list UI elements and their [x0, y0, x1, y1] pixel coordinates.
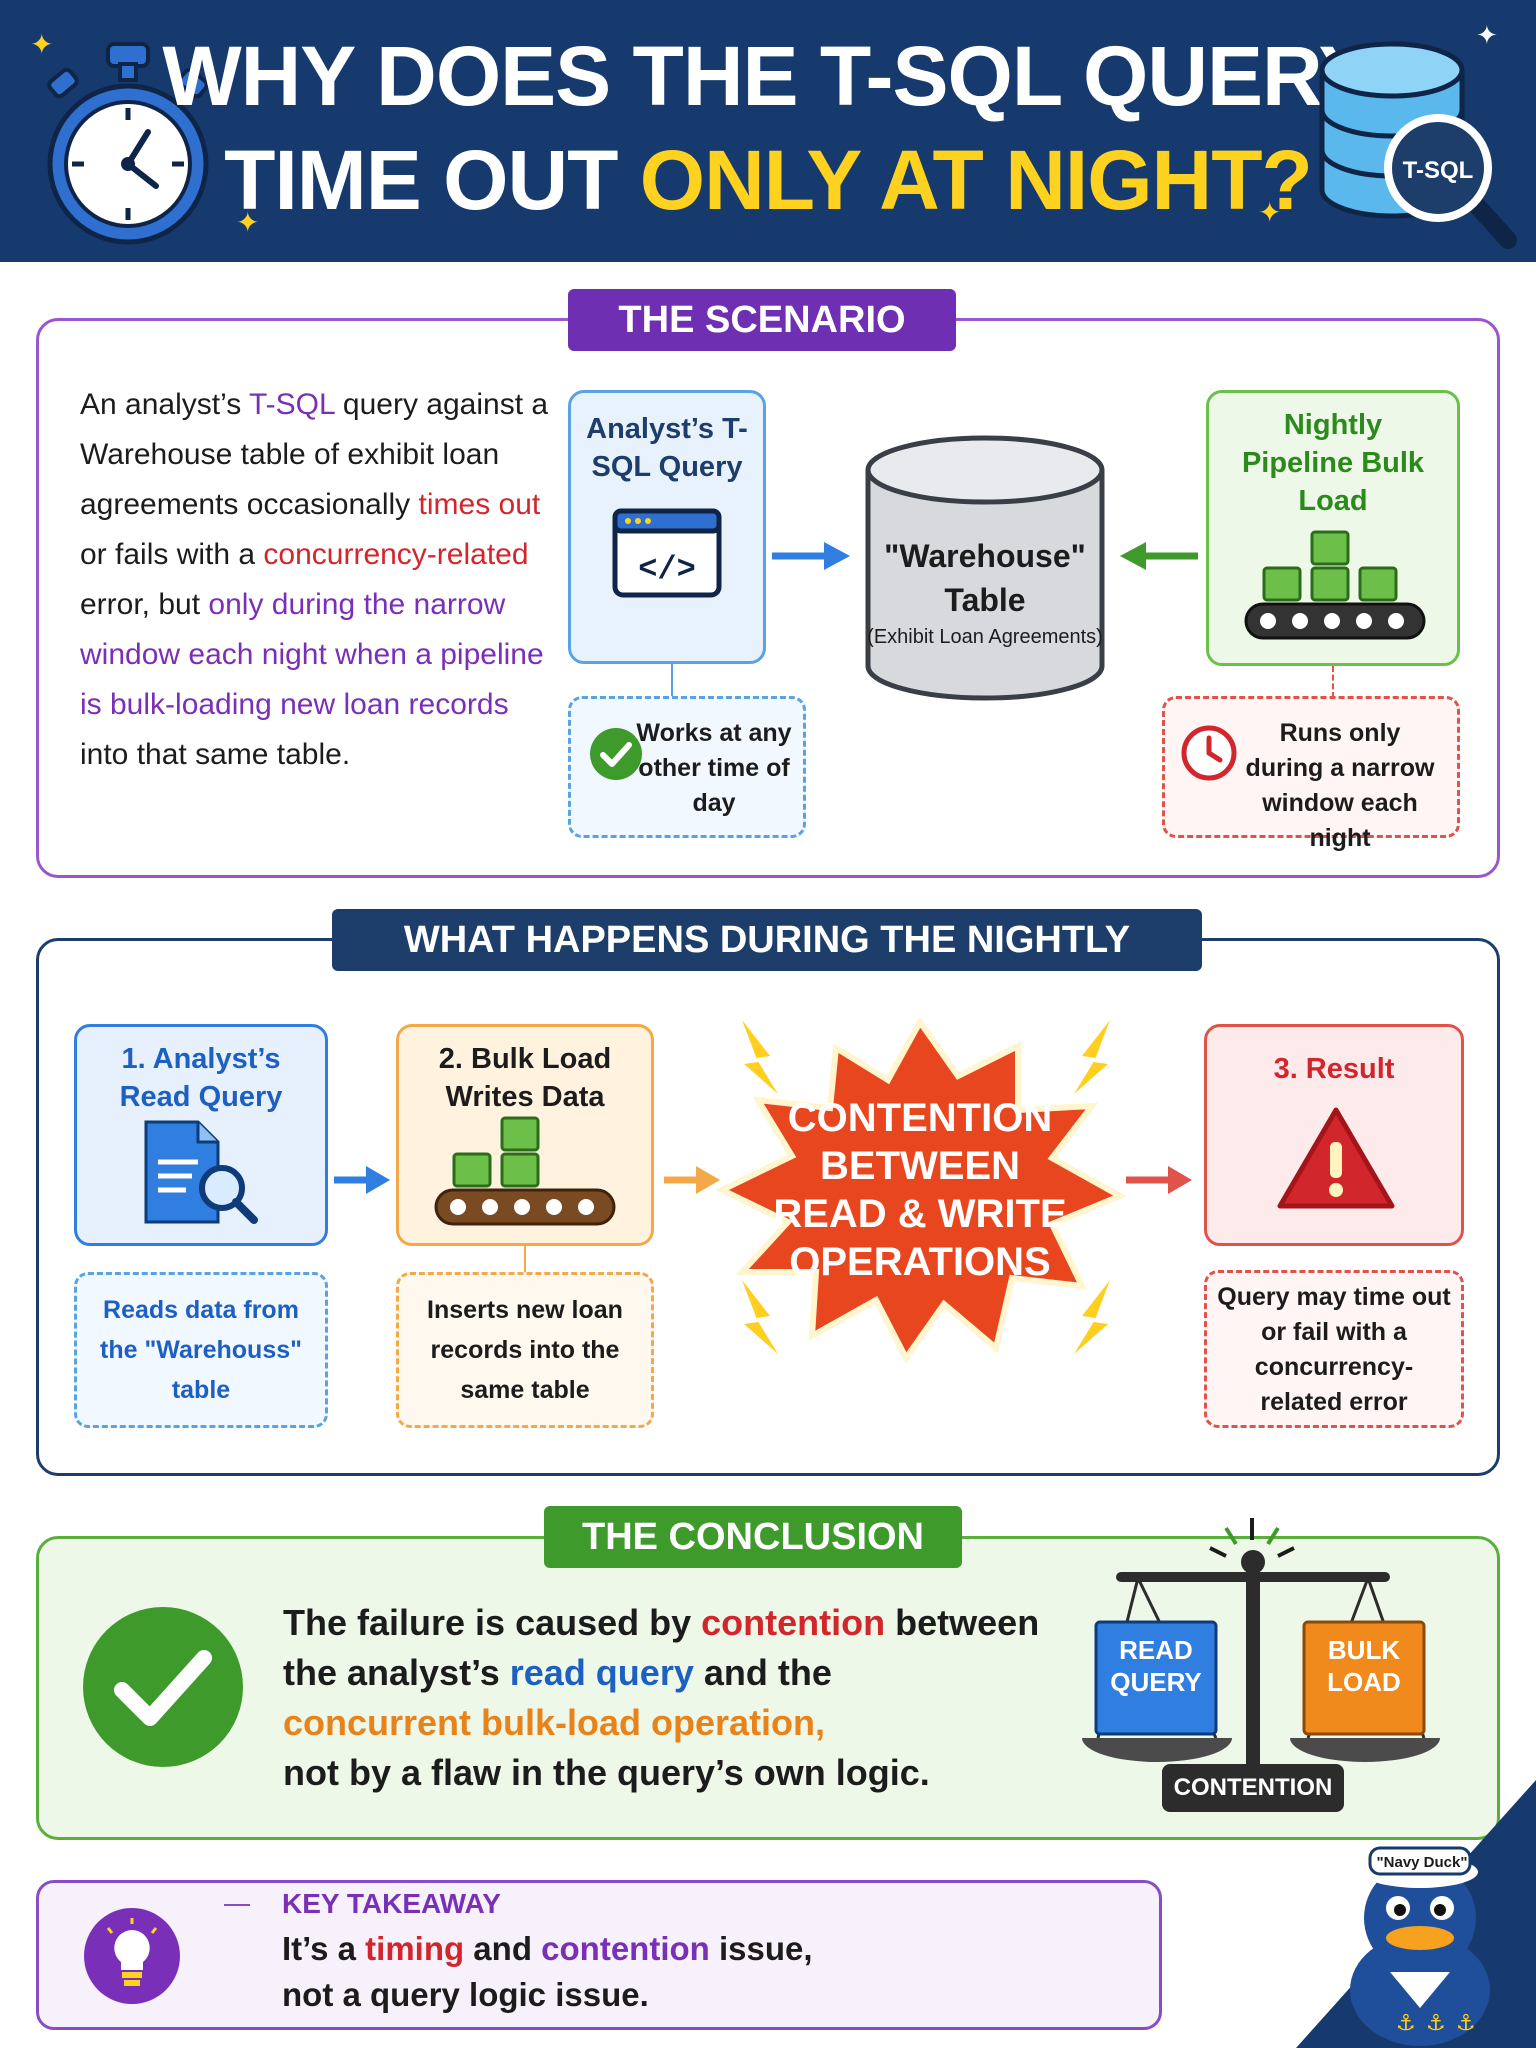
sparkle-icon: ✦ — [1258, 197, 1282, 228]
divider — [224, 1904, 250, 1906]
sparkle-icon: ✦ — [236, 207, 260, 238]
text-span: The failure is caused by — [283, 1602, 702, 1643]
scenario-banner: THE SCENARIO — [568, 289, 956, 351]
text-span: error, but — [80, 588, 209, 621]
check-circle-icon — [590, 728, 642, 780]
text-span: and the — [693, 1652, 832, 1693]
arrow-right-icon — [1126, 1166, 1192, 1194]
contention-label: CONTENTION BETWEEN READ & WRITE OPERATIO… — [773, 1096, 1067, 1284]
step2-note: Inserts new loan records into the same t… — [427, 1296, 623, 1404]
balance-scale-icon — [1082, 1518, 1440, 1794]
text-highlight: contention — [701, 1602, 886, 1643]
text-span: and — [464, 1930, 542, 1967]
step2-title: 2. Bulk Load Writes Data — [438, 1043, 612, 1113]
title-highlight: ONLY AT NIGHT? — [639, 133, 1313, 227]
step3-note: Query may time out or fail with a concur… — [1217, 1283, 1451, 1416]
code-window-icon: </> — [612, 508, 722, 598]
takeaway-heading: KEY TAKEAWAY — [282, 1888, 501, 1919]
text-span: between the analyst’s — [283, 1602, 1040, 1693]
sparkle-icon: ✦ — [1476, 20, 1498, 50]
mascot-label: "Navy Duck" — [1376, 1854, 1468, 1871]
stopwatch-icon — [47, 42, 209, 245]
text-span: or fails with a — [80, 538, 264, 571]
contention-burst-icon — [715, 1016, 1127, 1364]
warehouse-table-icon — [865, 435, 1105, 701]
scenario-description: An analyst’s T-SQL query against a Wareh… — [80, 380, 560, 780]
text-span: An analyst’s — [80, 388, 249, 421]
document-search-icon — [144, 1120, 258, 1224]
arrow-right-icon — [664, 1166, 720, 1194]
conveyor-boxes-icon — [434, 1116, 616, 1226]
scale-left-label: READ QUERY — [1110, 1635, 1202, 1697]
text-highlight: only during the narrow — [208, 588, 506, 621]
text-highlight: read query — [509, 1652, 694, 1693]
conveyor-boxes-icon — [1244, 530, 1426, 640]
text-highlight: contention — [541, 1930, 710, 1967]
text-highlight: concurrent bulk-load operation, — [283, 1702, 826, 1743]
header-banner — [0, 0, 1536, 262]
svg-text:⚓: ⚓ — [1456, 2011, 1476, 2036]
svg-text:</>: </> — [638, 551, 696, 588]
text-highlight: T-SQL — [249, 388, 335, 421]
sparkle-icon: ✦ — [30, 29, 54, 60]
connector-line — [524, 1246, 526, 1274]
text-span: not a query logic issue. — [282, 1976, 649, 2013]
warning-icon — [1277, 1107, 1395, 1209]
text-highlight: times out — [418, 488, 541, 521]
warehouse-title: "Warehouse" Table — [884, 538, 1086, 618]
nightly-banner: WHAT HAPPENS DURING THE NIGHTLY WINDOW — [332, 909, 1202, 1023]
arrow-left-icon — [1120, 542, 1198, 570]
step1-title: 1. Analyst’s Read Query — [119, 1043, 283, 1113]
connector-line — [1332, 666, 1334, 698]
database-search-icon: T-SQL — [1319, 41, 1517, 249]
navy-duck-mascot: ⚓ ⚓ ⚓ — [1296, 1780, 1536, 2048]
lightbulb-icon — [84, 1908, 180, 2004]
step1-note-card — [74, 1272, 328, 1428]
clock-icon — [1181, 725, 1237, 781]
text-span: into that same table. — [80, 738, 351, 771]
text-highlight: window each night when a pipeline is bul… — [80, 638, 544, 721]
svg-text:⚓: ⚓ — [1396, 2011, 1416, 2036]
title-text: TIME OUT — [224, 133, 640, 227]
arrow-right-icon — [772, 542, 850, 570]
step1-note-text: Reads data from the "Warehouss" table — [100, 1296, 302, 1404]
takeaway-section — [36, 1880, 1162, 2030]
pipeline-title: Nightly Pipeline Bulk Load — [1241, 409, 1425, 517]
text-span: It’s a — [282, 1930, 366, 1967]
warehouse-subtitle: (Exhibit Loan Agreements) — [867, 626, 1103, 648]
text-highlight: timing — [365, 1930, 465, 1967]
step2-note-card — [396, 1272, 654, 1428]
svg-text:⚓: ⚓ — [1426, 2011, 1446, 2036]
takeaway-text: It’s a timing and contention issue, not a… — [282, 1926, 982, 2018]
arrow-right-icon — [334, 1166, 390, 1194]
text-highlight: concurrency-related — [263, 538, 529, 571]
page-title-line1: WHY DOES THE T-SQL QUERY — [162, 29, 1374, 123]
text-span: issue, — [709, 1930, 813, 1967]
step3-note-card — [1204, 1270, 1464, 1428]
text-span: query against a Warehouse table of exhib… — [80, 388, 549, 521]
analyst-query-title: Analyst’s T-SQL Query — [586, 413, 748, 483]
step3-title: 3. Result — [1273, 1053, 1395, 1085]
runs-note: Runs only during a narrow window each ni… — [1245, 719, 1435, 852]
check-circle-icon — [83, 1607, 243, 1767]
scale-base-label: CONTENTION — [1162, 1764, 1344, 1812]
t-sql-badge: T-SQL — [1403, 157, 1474, 184]
page-title-line2: TIME OUT ONLY AT NIGHT? — [0, 132, 1536, 229]
conclusion-banner: THE CONCLUSION — [544, 1506, 962, 1568]
step1-note: Reads data from the "Warehouss" table — [90, 1290, 312, 1410]
connector-line — [671, 664, 673, 704]
conclusion-text: The failure is caused by contention betw… — [283, 1598, 1083, 1798]
works-note: Works at any other time of day — [636, 719, 792, 817]
text-span: not by a flaw in the query’s own logic. — [283, 1752, 930, 1793]
scale-right-label: BULK LOAD — [1327, 1635, 1401, 1697]
